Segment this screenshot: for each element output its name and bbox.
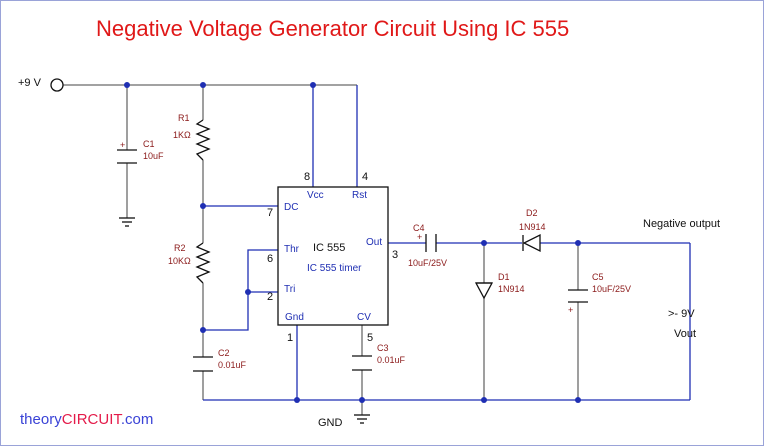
pin-label-rst: Rst (352, 190, 367, 201)
c4-ref: C4 (413, 223, 425, 233)
output-value: >- 9V (668, 308, 695, 320)
ic-name: IC 555 (313, 242, 345, 254)
pin-number-vcc: 8 (304, 171, 310, 183)
capacitor-c2: C2 0.01uF (193, 348, 247, 372)
pin-number-tri: 2 (267, 291, 273, 303)
c2-value: 0.01uF (218, 360, 247, 370)
c2-ref: C2 (218, 348, 230, 358)
resistor-r2: R2 10KΩ (168, 242, 211, 284)
brand-part2: CIRCUIT (62, 411, 123, 428)
r2-ref: R2 (174, 243, 186, 253)
c3-ref: C3 (377, 343, 389, 353)
output-name: Vout (674, 328, 696, 340)
pin-label-tri: Tri (284, 284, 295, 295)
pin-number-dc: 7 (267, 207, 273, 219)
d1-ref: D1 (498, 272, 510, 282)
pin-number-out: 3 (392, 249, 398, 261)
pin-label-out: Out (366, 237, 382, 248)
gnd-label: GND (318, 417, 343, 429)
pin-label-gnd: Gnd (285, 312, 304, 323)
brand-part1: theory (20, 411, 62, 428)
brand-watermark: theoryCIRCUIT.com (20, 411, 153, 428)
junction-dots (124, 82, 581, 403)
pin-label-thr: Thr (284, 244, 300, 255)
d2-ref: D2 (526, 208, 538, 218)
c5-ref: C5 (592, 272, 604, 282)
pin-number-gnd: 1 (287, 332, 293, 344)
ground-symbol-c1 (119, 217, 135, 227)
c5-value: 10uF/25V (592, 284, 631, 294)
c1-value: 10uF (143, 151, 164, 161)
wires (63, 84, 691, 415)
c4-polarity: + (417, 232, 422, 242)
capacitor-c5: + C5 10uF/25V (568, 272, 631, 315)
r2-value: 10KΩ (168, 256, 191, 266)
d1-value: 1N914 (498, 284, 525, 294)
pin-number-cv: 5 (367, 332, 373, 344)
r1-value: 1KΩ (173, 130, 191, 140)
output-heading: Negative output (643, 218, 720, 230)
r1-ref: R1 (178, 113, 190, 123)
capacitor-c4: + C4 10uF/25V (408, 223, 447, 268)
resistor-r1: R1 1KΩ (173, 113, 211, 161)
capacitor-c3: C3 0.01uF (352, 343, 406, 371)
ground-symbol-main (354, 414, 370, 424)
diode-d2: D2 1N914 (519, 208, 546, 253)
c5-polarity: + (568, 305, 573, 315)
d2-value: 1N914 (519, 222, 546, 232)
pin-label-dc: DC (284, 202, 298, 213)
brand-part3: .com (121, 411, 154, 428)
pin-number-thr: 6 (267, 253, 273, 265)
diode-d1: D1 1N914 (474, 272, 525, 300)
supply-terminal: +9 V (18, 77, 64, 92)
ic-555-chip: IC 555 IC 555 timer Vcc Rst DC Thr Tri G… (267, 171, 398, 344)
c1-ref: C1 (143, 139, 155, 149)
pin-number-rst: 4 (362, 171, 368, 183)
supply-label: +9 V (18, 77, 42, 89)
ic-subtitle: IC 555 timer (307, 263, 362, 274)
c1-polarity: + (120, 140, 125, 150)
diagram-title: Negative Voltage Generator Circuit Using… (96, 16, 569, 41)
capacitor-c1: + C1 10uF (117, 139, 164, 164)
c4-value: 10uF/25V (408, 258, 447, 268)
pin-label-vcc: Vcc (307, 190, 324, 201)
c3-value: 0.01uF (377, 355, 406, 365)
pin-label-cv: CV (357, 312, 371, 323)
